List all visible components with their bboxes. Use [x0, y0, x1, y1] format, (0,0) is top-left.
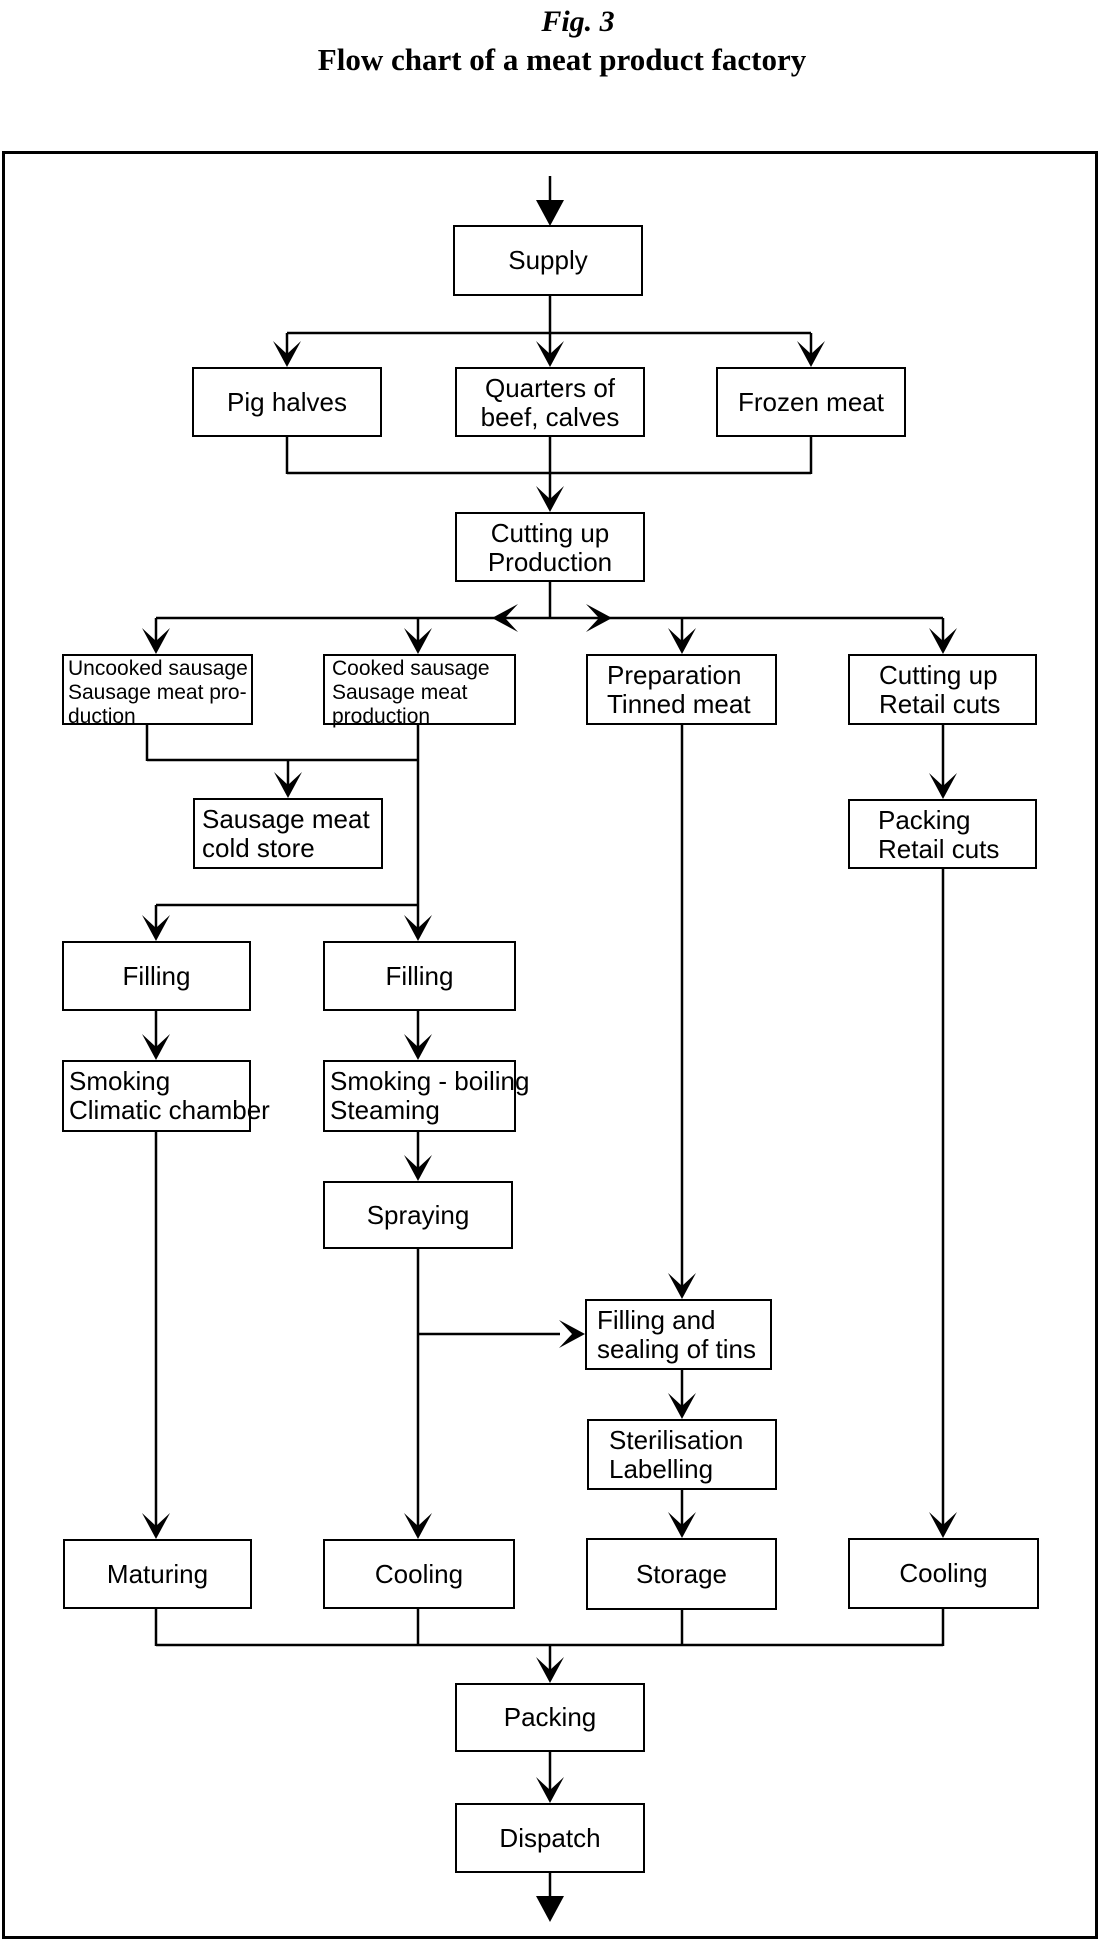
- node-frozen-meat: Frozen meat: [716, 367, 906, 437]
- node-dispatch: Dispatch: [455, 1803, 645, 1873]
- node-packing: Packing: [455, 1683, 645, 1752]
- node-storage: Storage: [586, 1538, 777, 1610]
- chart-border: [2, 151, 1098, 1939]
- node-filling-left: Filling: [62, 941, 251, 1011]
- node-pig-halves: Pig halves: [192, 367, 382, 437]
- node-maturing: Maturing: [63, 1539, 252, 1609]
- node-spraying: Spraying: [323, 1181, 513, 1249]
- node-cooling-right: Cooling: [848, 1538, 1039, 1609]
- node-filling-right: Filling: [323, 941, 516, 1011]
- figure-label: Fig. 3: [541, 5, 615, 38]
- node-supply: Supply: [453, 225, 643, 296]
- node-cooling-middle: Cooling: [323, 1539, 515, 1609]
- figure-title: Flow chart of a meat product factory: [317, 42, 807, 77]
